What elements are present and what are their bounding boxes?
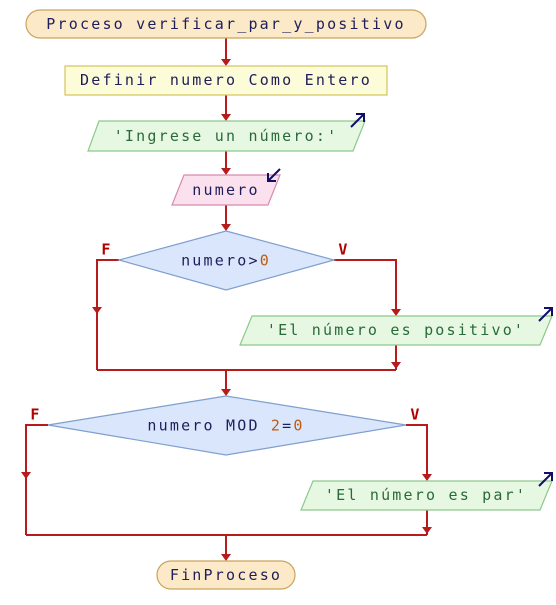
prompt-label: 'Ingrese un número:' — [114, 127, 339, 145]
decision2-false-label: F — [30, 406, 41, 424]
end-terminal: FinProceso — [156, 560, 296, 590]
output-arrow-icon — [538, 307, 553, 322]
positive-label: 'El número es positivo' — [267, 321, 525, 339]
input-arrow-icon — [267, 168, 281, 182]
output-arrow-icon — [350, 113, 365, 128]
read-label: numero — [192, 181, 259, 199]
decision1-false-label: F — [101, 241, 112, 259]
input-read: numero — [171, 168, 281, 206]
output-arrow-icon — [538, 472, 553, 487]
decision-even: numero MOD 2=0 F V — [30, 395, 421, 456]
decision2-label: numero MOD 2=0 — [147, 416, 304, 434]
start-terminal: Proceso verificar_par_y_positivo — [25, 9, 427, 39]
start-label: Proceso verificar_par_y_positivo — [46, 15, 405, 33]
decision1-true-label: V — [338, 241, 349, 259]
decision1-label: numero>0 — [181, 251, 271, 269]
output-positive: 'El número es positivo' — [239, 307, 553, 346]
define-label: Definir numero Como Entero — [80, 71, 372, 89]
decision-positive: numero>0 F V — [101, 230, 349, 291]
flow-edges — [21, 38, 432, 561]
output-even: 'El número es par' — [300, 472, 553, 511]
decision2-true-label: V — [410, 406, 421, 424]
define-process: Definir numero Como Entero — [64, 65, 388, 96]
even-label: 'El número es par' — [325, 486, 527, 504]
output-prompt: 'Ingrese un número:' — [87, 113, 366, 152]
end-label: FinProceso — [170, 566, 282, 584]
